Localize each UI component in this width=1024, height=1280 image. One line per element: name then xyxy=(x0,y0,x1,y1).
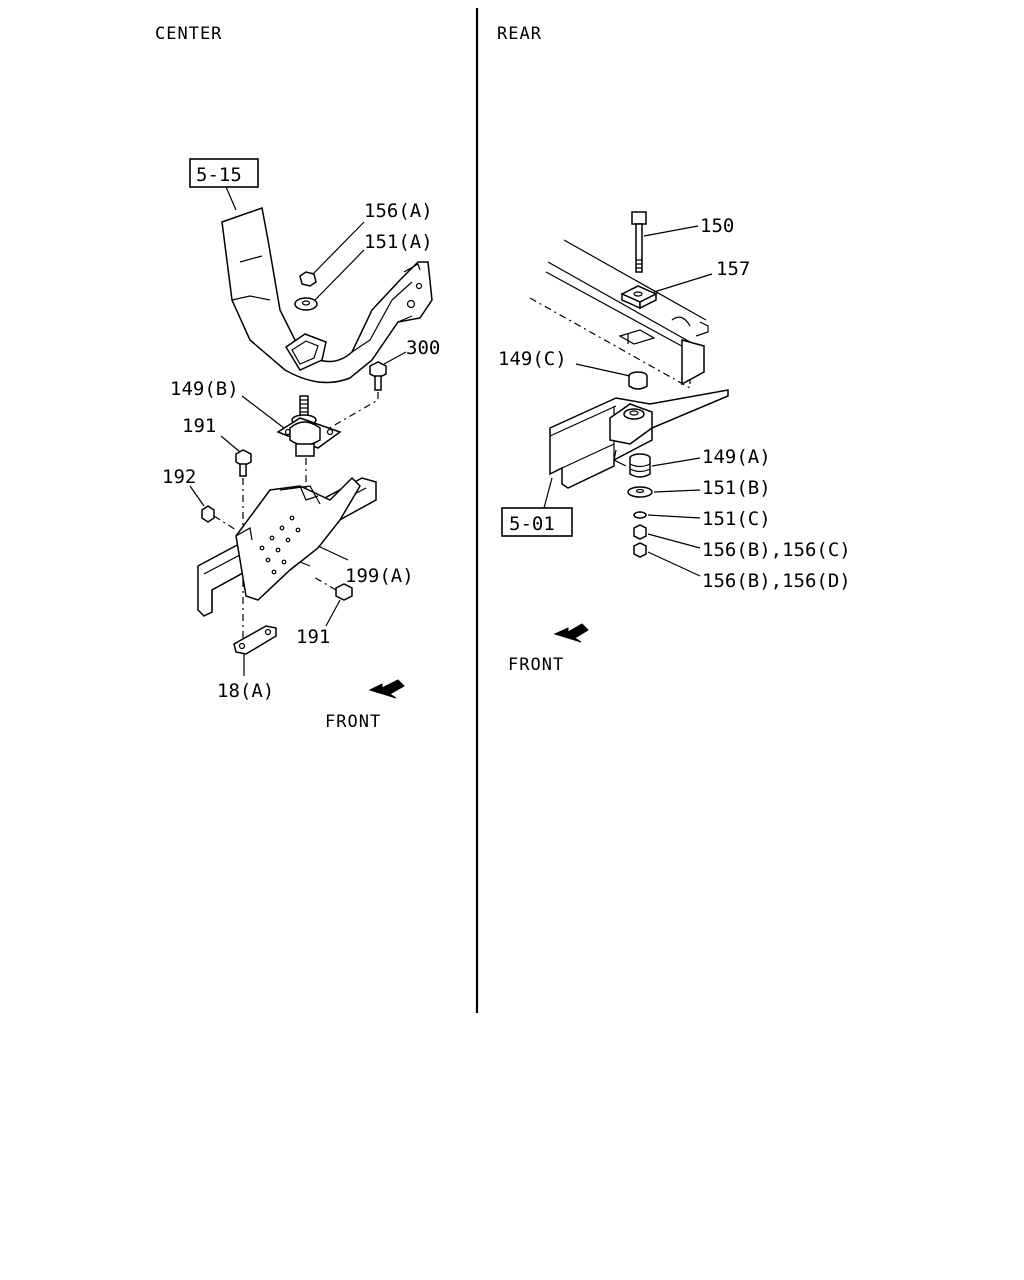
label-151c[interactable]: 151(C) xyxy=(702,508,771,530)
front-label-center: FRONT xyxy=(325,712,381,732)
front-arrow-rear-icon xyxy=(553,623,589,643)
label-149c[interactable]: 149(C) xyxy=(498,348,567,370)
rear-ref-box[interactable]: 5-01 xyxy=(509,513,555,535)
label-156bc[interactable]: 156(B),156(C) xyxy=(702,539,851,561)
mount-149b-icon xyxy=(276,395,342,457)
nut-156bd-icon xyxy=(633,542,647,558)
label-149a[interactable]: 149(A) xyxy=(702,446,771,468)
washer-151c-icon xyxy=(633,511,647,519)
nut-156bc-icon xyxy=(633,524,647,540)
label-18a[interactable]: 18(A) xyxy=(217,680,274,702)
center-section: CENTER 5-15 156(A) 151(A) xyxy=(155,24,440,732)
frame-rail-center xyxy=(197,476,377,617)
bolt-300-icon xyxy=(369,361,387,391)
label-191-upper[interactable]: 191 xyxy=(182,415,216,437)
rear-title: REAR xyxy=(497,24,542,44)
bolt-191-lower-icon xyxy=(311,575,353,601)
label-300[interactable]: 300 xyxy=(406,337,440,359)
bolt-150-icon xyxy=(631,211,647,273)
rear-ref-box-frame xyxy=(501,507,573,537)
label-156a[interactable]: 156(A) xyxy=(364,200,433,222)
cushion-149a-icon xyxy=(629,453,651,478)
bolt-191-upper-icon xyxy=(235,449,252,477)
body-rail-rear xyxy=(529,239,709,389)
washer-151a-icon xyxy=(294,297,318,311)
label-156bd[interactable]: 156(B),156(D) xyxy=(702,570,851,592)
label-150[interactable]: 150 xyxy=(700,215,734,237)
label-199a[interactable]: 199(A) xyxy=(345,565,414,587)
front-arrow-center-icon xyxy=(368,679,405,699)
center-title: CENTER xyxy=(155,24,222,44)
cushion-149c-icon xyxy=(628,371,648,390)
nut-156a-icon xyxy=(299,271,317,287)
cab-bracket xyxy=(221,207,433,384)
plate-157-icon xyxy=(620,285,658,310)
label-151b[interactable]: 151(B) xyxy=(702,477,771,499)
front-label-rear: FRONT xyxy=(508,655,564,675)
center-ref-box-frame xyxy=(189,158,259,188)
label-149b[interactable]: 149(B) xyxy=(170,378,239,400)
label-192[interactable]: 192 xyxy=(162,466,196,488)
rear-section: REAR 150 157 xyxy=(497,24,851,675)
label-151a[interactable]: 151(A) xyxy=(364,231,433,253)
center-ref-box[interactable]: 5-15 xyxy=(196,164,242,186)
label-191-lower[interactable]: 191 xyxy=(296,626,330,648)
label-157[interactable]: 157 xyxy=(716,258,750,280)
frame-rail-rear xyxy=(549,389,729,489)
nut-192-icon xyxy=(201,505,215,523)
